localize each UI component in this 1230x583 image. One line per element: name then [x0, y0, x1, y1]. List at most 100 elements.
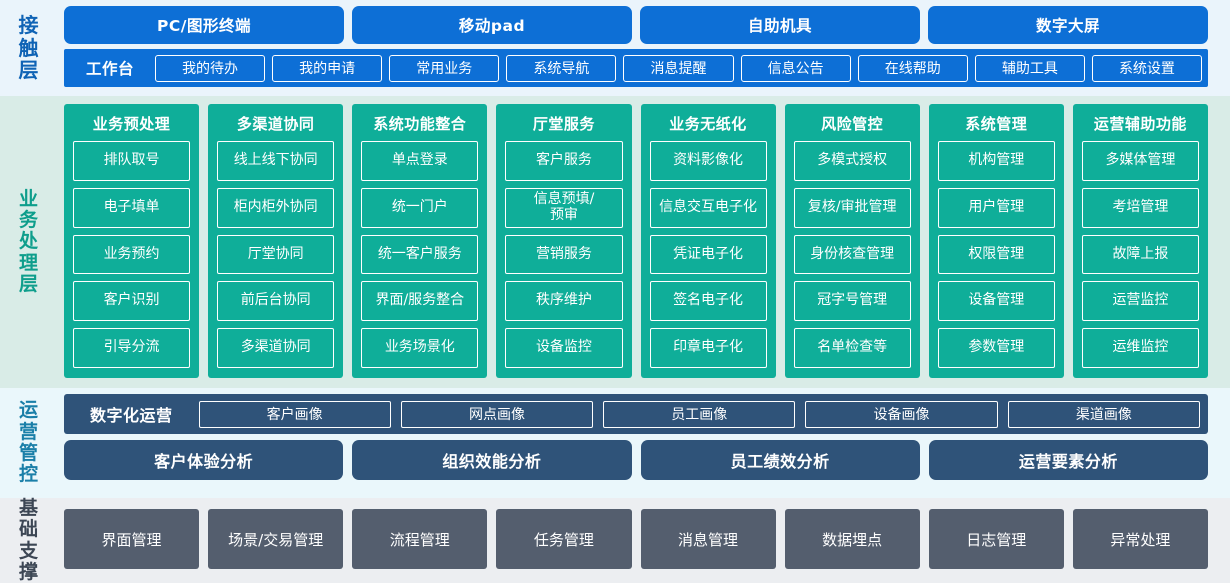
business-item-permission-mgmt[interactable]: 权限管理 — [937, 234, 1055, 275]
business-item-serial-number-mgmt[interactable]: 冠字号管理 — [793, 281, 911, 322]
business-item-seal-electronic[interactable]: 印章电子化 — [649, 328, 767, 368]
business-column-risk-control: 风险管控 多模式授权 复核/审批管理 身份核查管理 冠字号管理 名单检查等 — [784, 104, 920, 378]
business-column-lobby-service: 厅堂服务 客户服务 信息预填/ 预审 营销服务 秩序维护 设备监控 — [496, 104, 632, 378]
workbench-title: 工作台 — [86, 60, 135, 78]
business-item-single-sign-on[interactable]: 单点登录 — [361, 141, 479, 181]
business-item-online-offline-collab[interactable]: 线上线下协同 — [217, 141, 335, 181]
business-item-front-back-collab[interactable]: 前后台协同 — [217, 281, 335, 322]
column-title: 系统管理 — [965, 114, 1028, 133]
terminal-digital-screen[interactable]: 数字大屏 — [928, 6, 1208, 44]
business-column-preprocessing: 业务预处理 排队取号 电子填单 业务预约 客户识别 引导分流 — [64, 104, 200, 378]
business-layer: 业务处理层 业务预处理 排队取号 电子填单 业务预约 客户识别 引导分流 多渠道… — [0, 96, 1230, 388]
foundation-layer-body: 界面管理 场景/交易管理 流程管理 任务管理 消息管理 数据埋点 日志管理 异常… — [58, 498, 1230, 583]
contact-layer: 接触层 PC/图形终端 移动pad 自助机具 数字大屏 工作台 我的待办 我的申… — [0, 0, 1230, 96]
business-item-device-mgmt[interactable]: 设备管理 — [937, 281, 1055, 322]
portrait-customer[interactable]: 客户画像 — [198, 400, 391, 428]
business-item-customer-identification[interactable]: 客户识别 — [73, 281, 191, 322]
business-column-operation-support: 运营辅助功能 多媒体管理 考培管理 故障上报 运营监控 运维监控 — [1072, 104, 1208, 378]
nav-item-online-help[interactable]: 在线帮助 — [857, 54, 968, 82]
foundation-item-process-mgmt[interactable]: 流程管理 — [352, 509, 488, 569]
foundation-item-data-tracking[interactable]: 数据埋点 — [784, 509, 920, 569]
portrait-device[interactable]: 设备画像 — [805, 400, 998, 428]
business-item-voucher-electronic[interactable]: 凭证电子化 — [649, 234, 767, 275]
business-item-marketing-service[interactable]: 营销服务 — [505, 234, 623, 275]
business-item-info-prefill-prereview[interactable]: 信息预填/ 预审 — [505, 187, 623, 228]
column-title: 系统功能整合 — [373, 114, 467, 133]
business-item-order-maintenance[interactable]: 秩序维护 — [505, 281, 623, 322]
business-column-multichannel: 多渠道协同 线上线下协同 柜内柜外协同 厅堂协同 前后台协同 多渠道协同 — [208, 104, 344, 378]
contact-layer-label: 接触层 — [0, 0, 58, 96]
business-item-operation-monitoring[interactable]: 运营监控 — [1081, 281, 1199, 322]
business-item-watchlist-check[interactable]: 名单检查等 — [793, 328, 911, 368]
business-item-review-approval-mgmt[interactable]: 复核/审批管理 — [793, 187, 911, 228]
business-item-fault-reporting[interactable]: 故障上报 — [1081, 234, 1199, 275]
foundation-item-ui-mgmt[interactable]: 界面管理 — [64, 509, 200, 569]
foundation-layer-label: 基础支撑 — [0, 497, 58, 583]
analysis-organizational-efficiency[interactable]: 组织效能分析 — [352, 440, 632, 480]
nav-item-auxiliary-tools[interactable]: 辅助工具 — [974, 54, 1085, 82]
foundation-item-task-mgmt[interactable]: 任务管理 — [496, 509, 632, 569]
foundation-item-message-mgmt[interactable]: 消息管理 — [640, 509, 776, 569]
workbench-nav-bar: 工作台 我的待办 我的申请 常用业务 系统导航 消息提醒 信息公告 在线帮助 辅… — [64, 49, 1208, 87]
business-item-guidance-diversion[interactable]: 引导分流 — [73, 328, 191, 368]
business-column-paperless: 业务无纸化 资料影像化 信息交互电子化 凭证电子化 签名电子化 印章电子化 — [640, 104, 776, 378]
column-title: 风险管控 — [821, 114, 884, 133]
nav-item-my-todo[interactable]: 我的待办 — [155, 54, 266, 82]
business-layer-label: 业务处理层 — [0, 96, 58, 388]
terminal-mobile-pad[interactable]: 移动pad — [352, 6, 632, 44]
nav-item-system-settings[interactable]: 系统设置 — [1091, 54, 1202, 82]
portrait-channel[interactable]: 渠道画像 — [1007, 400, 1200, 428]
business-column-grid: 业务预处理 排队取号 电子填单 业务预约 客户识别 引导分流 多渠道协同 线上线… — [64, 104, 1208, 378]
business-item-queue-number[interactable]: 排队取号 — [73, 141, 191, 181]
business-item-counter-collab[interactable]: 柜内柜外协同 — [217, 187, 335, 228]
operations-layer-label: 运营管控 — [0, 388, 58, 498]
business-item-maintenance-monitoring[interactable]: 运维监控 — [1081, 328, 1199, 368]
business-item-training-mgmt[interactable]: 考培管理 — [1081, 187, 1199, 228]
business-item-unified-customer-service[interactable]: 统一客户服务 — [361, 234, 479, 275]
business-item-customer-service[interactable]: 客户服务 — [505, 141, 623, 181]
column-title: 多渠道协同 — [236, 114, 315, 133]
business-item-parameter-mgmt[interactable]: 参数管理 — [937, 328, 1055, 368]
nav-item-system-navigation[interactable]: 系统导航 — [506, 54, 617, 82]
business-item-multimedia-mgmt[interactable]: 多媒体管理 — [1081, 141, 1199, 181]
business-item-electronic-form[interactable]: 电子填单 — [73, 187, 191, 228]
portrait-employee[interactable]: 员工画像 — [603, 400, 796, 428]
foundation-item-exception-handling[interactable]: 异常处理 — [1072, 509, 1208, 569]
portrait-branch[interactable]: 网点画像 — [400, 400, 594, 428]
foundation-item-scenario-transaction-mgmt[interactable]: 场景/交易管理 — [208, 509, 344, 569]
business-item-appointment[interactable]: 业务预约 — [73, 234, 191, 275]
business-item-unified-portal[interactable]: 统一门户 — [361, 187, 479, 228]
analysis-operation-elements[interactable]: 运营要素分析 — [928, 440, 1208, 480]
business-item-user-mgmt[interactable]: 用户管理 — [937, 187, 1055, 228]
foundation-row: 界面管理 场景/交易管理 流程管理 任务管理 消息管理 数据埋点 日志管理 异常… — [64, 509, 1208, 569]
nav-item-common-business[interactable]: 常用业务 — [389, 54, 500, 82]
nav-item-message-reminder[interactable]: 消息提醒 — [623, 54, 734, 82]
column-title: 业务无纸化 — [669, 114, 747, 133]
business-item-signature-electronic[interactable]: 签名电子化 — [649, 281, 767, 322]
business-item-multichannel-collab[interactable]: 多渠道协同 — [217, 328, 335, 368]
column-title: 运营辅助功能 — [1093, 114, 1187, 133]
business-item-business-scenario[interactable]: 业务场景化 — [361, 328, 479, 368]
nav-item-my-application[interactable]: 我的申请 — [272, 54, 383, 82]
nav-item-info-announcement[interactable]: 信息公告 — [740, 54, 851, 82]
analysis-employee-performance[interactable]: 员工绩效分析 — [640, 440, 920, 480]
business-layer-body: 业务预处理 排队取号 电子填单 业务预约 客户识别 引导分流 多渠道协同 线上线… — [58, 96, 1230, 388]
contact-layer-label-text: 接触层 — [18, 13, 40, 83]
business-item-equipment-monitoring[interactable]: 设备监控 — [505, 328, 623, 368]
terminal-self-service[interactable]: 自助机具 — [640, 6, 920, 44]
business-item-document-imaging[interactable]: 资料影像化 — [649, 141, 767, 181]
foundation-layer: 基础支撑 界面管理 场景/交易管理 流程管理 任务管理 消息管理 数据埋点 日志… — [0, 497, 1230, 583]
business-item-info-exchange-electronic[interactable]: 信息交互电子化 — [649, 187, 767, 228]
business-item-ui-service-integration[interactable]: 界面/服务整合 — [361, 281, 479, 322]
terminal-pc[interactable]: PC/图形终端 — [64, 6, 344, 44]
business-item-multimode-authorization[interactable]: 多模式授权 — [793, 141, 911, 181]
analysis-row: 客户体验分析 组织效能分析 员工绩效分析 运营要素分析 — [64, 440, 1208, 480]
column-title: 厅堂服务 — [532, 114, 595, 133]
business-item-identity-verification-mgmt[interactable]: 身份核查管理 — [793, 234, 911, 275]
foundation-item-log-mgmt[interactable]: 日志管理 — [928, 509, 1064, 569]
contact-layer-body: PC/图形终端 移动pad 自助机具 数字大屏 工作台 我的待办 我的申请 常用… — [58, 0, 1230, 96]
analysis-customer-experience[interactable]: 客户体验分析 — [64, 440, 344, 480]
business-item-lobby-collab[interactable]: 厅堂协同 — [217, 234, 335, 275]
terminal-row: PC/图形终端 移动pad 自助机具 数字大屏 — [64, 6, 1208, 44]
business-item-organization-mgmt[interactable]: 机构管理 — [937, 141, 1055, 181]
